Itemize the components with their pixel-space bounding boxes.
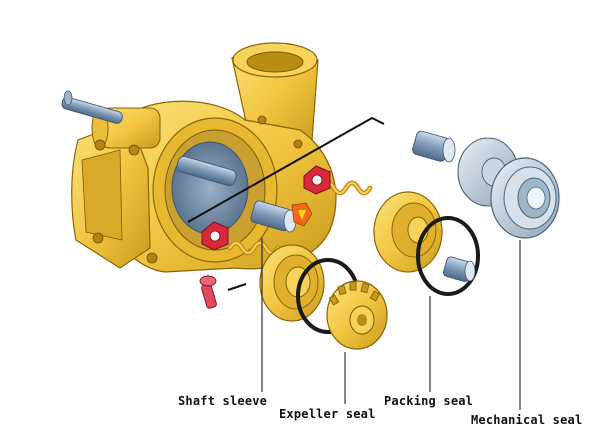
seal-pin-part bbox=[412, 130, 456, 163]
shaft-sleeve-part bbox=[250, 200, 297, 233]
casing-bore bbox=[171, 141, 249, 235]
packing-o-ring bbox=[416, 216, 480, 296]
pump-shaft bbox=[61, 90, 237, 186]
expeller-ring-part bbox=[259, 244, 325, 322]
callout-leaders bbox=[261, 238, 521, 410]
label-mechanical-seal: Mechanical seal bbox=[471, 413, 583, 427]
logo-mark bbox=[291, 202, 313, 227]
gland-nut-lower bbox=[201, 221, 229, 251]
packing-gland-part bbox=[373, 191, 443, 273]
assembly-leader-lines bbox=[187, 116, 385, 291]
label-expeller-seal: Expeller seal bbox=[279, 407, 376, 421]
mechanical-seal-ring bbox=[490, 157, 560, 239]
label-packing-seal: Packing seal bbox=[384, 394, 474, 408]
label-shaft-sleeve: Shaft sleeve bbox=[178, 394, 268, 408]
expeller-disc-part bbox=[326, 280, 388, 350]
gland-bolt bbox=[199, 275, 217, 309]
lower-spring bbox=[227, 240, 281, 256]
casing-bolts bbox=[92, 115, 303, 264]
gland-nut-upper bbox=[303, 165, 331, 195]
packing-sleeve-part bbox=[442, 256, 476, 282]
